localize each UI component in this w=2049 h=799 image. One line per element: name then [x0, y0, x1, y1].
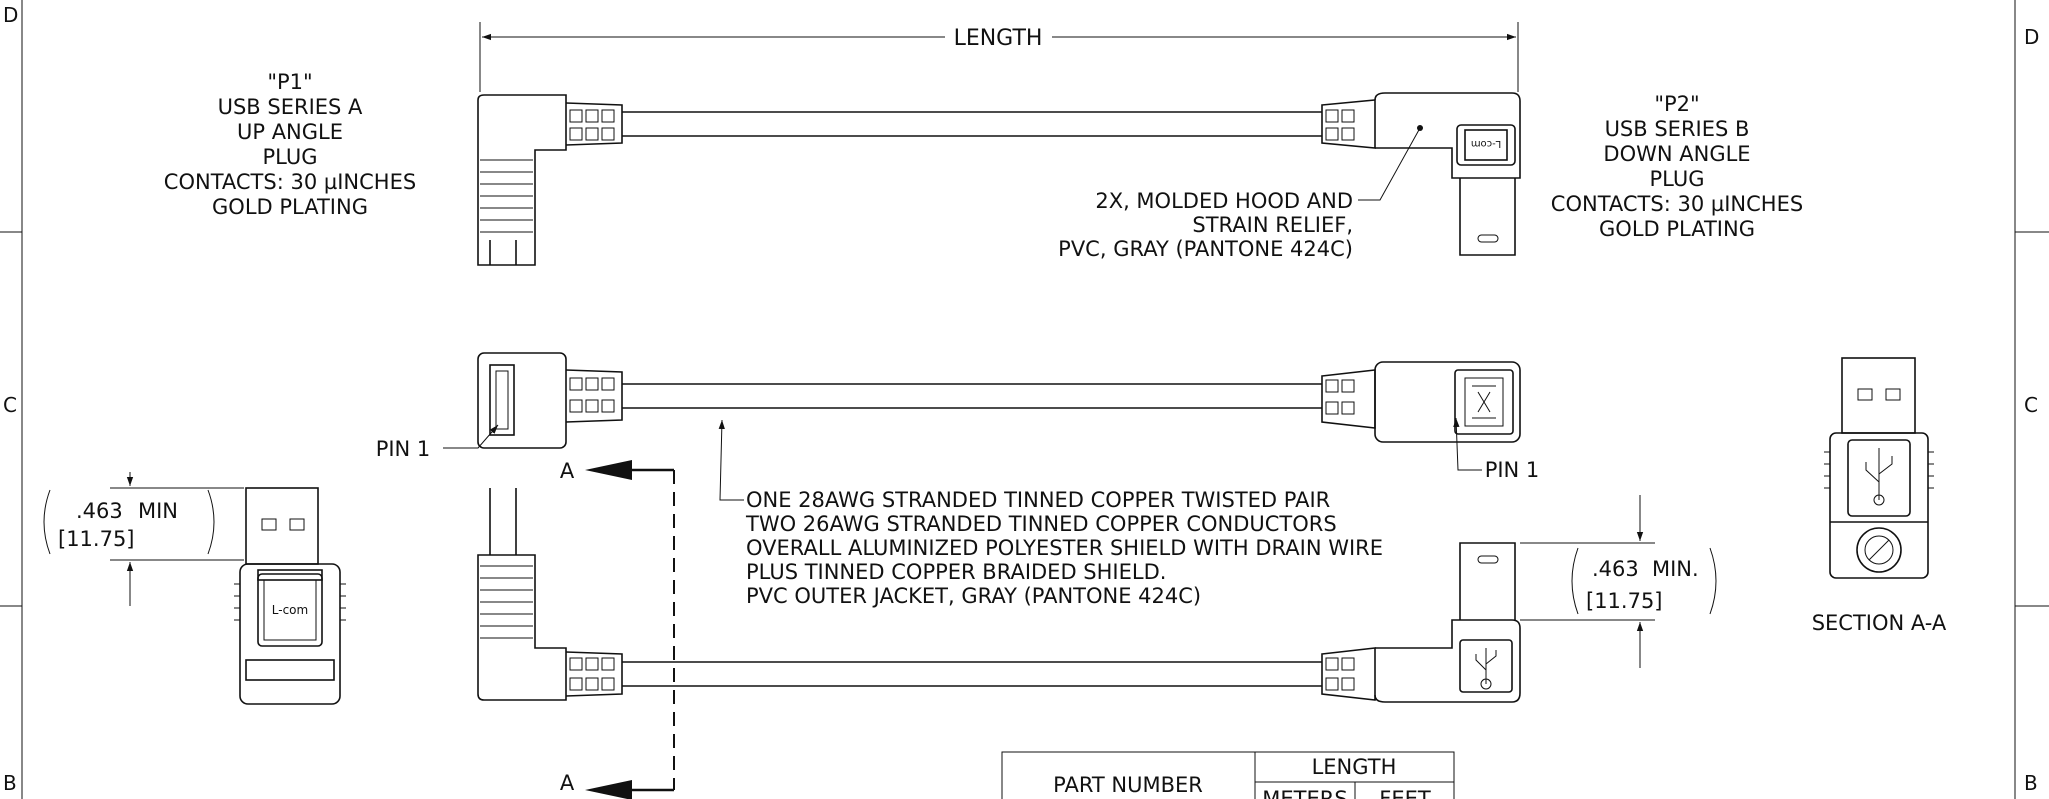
table-feet-header: FEET [1379, 787, 1431, 799]
left-end-view [234, 487, 346, 705]
left-dim-qual: MIN [138, 499, 178, 523]
p1-line-6: GOLD PLATING [212, 195, 368, 219]
left-dim-mm: [11.75] [58, 527, 135, 551]
section-marker-bottom: A [560, 771, 575, 795]
zone-letter-mid-left: C [3, 393, 17, 417]
p2-line-3: DOWN ANGLE [1603, 142, 1750, 166]
p2-logo: L-com [1471, 138, 1501, 149]
p2-label: "P2" USB SERIES B DOWN ANGLE PLUG CONTAC… [1551, 92, 1803, 241]
zone-letter-bot-left: B [3, 771, 17, 795]
p2-line-4: PLUG [1650, 167, 1705, 191]
p1-line-3: UP ANGLE [237, 120, 343, 144]
section-a-a-label: SECTION A-A [1812, 611, 1947, 635]
left-dim-inch: .463 [76, 499, 123, 523]
zone-letter-top-right: D [2024, 25, 2039, 49]
cable-note-line-5: PVC OUTER JACKET, GRAY (PANTONE 424C) [746, 584, 1201, 608]
p2-line-6: GOLD PLATING [1599, 217, 1755, 241]
right-dim-qual: MIN. [1652, 557, 1699, 581]
cable-note-line-2: TWO 26AWG STRANDED TINNED COPPER CONDUCT… [745, 512, 1337, 536]
pin1-right-label: PIN 1 [1485, 458, 1540, 482]
left-dimension [43, 472, 244, 606]
p2-line-5: CONTACTS: 30 µINCHES [1551, 192, 1803, 216]
p2-line-2: USB SERIES B [1605, 117, 1750, 141]
pin1-left-leader [443, 424, 499, 449]
p1-label: "P1" USB SERIES A UP ANGLE PLUG CONTACTS… [164, 70, 416, 219]
p1-line-1: "P1" [267, 70, 312, 94]
hood-note-line-1: 2X, MOLDED HOOD AND [1095, 189, 1353, 213]
middle-view-assembly [477, 352, 1521, 449]
pin1-left-label: PIN 1 [376, 437, 431, 461]
length-table [1001, 751, 1455, 799]
hood-note-line-3: PVC, GRAY (PANTONE 424C) [1058, 237, 1353, 261]
cable-note-line-4: PLUS TINNED COPPER BRAIDED SHIELD. [746, 560, 1166, 584]
table-part-number-header: PART NUMBER [1053, 773, 1203, 797]
table-meters-header: METERS [1262, 787, 1347, 799]
section-cut-line [585, 460, 675, 799]
left-logo: L-com [272, 603, 308, 617]
cable-note: ONE 28AWG STRANDED TINNED COPPER TWISTED… [745, 488, 1383, 608]
length-label: LENGTH [954, 26, 1043, 51]
right-dim-inch: .463 [1592, 557, 1639, 581]
zone-letter-top-left: D [3, 3, 18, 27]
cable-note-line-3: OVERALL ALUMINIZED POLYESTER SHIELD WITH… [746, 536, 1383, 560]
right-dimension [1520, 495, 1717, 668]
section-a-a-view [1824, 357, 1934, 579]
top-view-assembly: L-com [477, 92, 1521, 266]
hood-note-line-2: STRAIN RELIEF, [1192, 213, 1353, 237]
right-dim-mm: [11.75] [1586, 589, 1663, 613]
zone-letter-bot-right: B [2024, 771, 2038, 795]
pin1-right-leader [1453, 417, 1482, 471]
cable-note-line-1: ONE 28AWG STRANDED TINNED COPPER TWISTED… [746, 488, 1330, 512]
length-dimension [479, 22, 1519, 92]
hood-note: 2X, MOLDED HOOD AND STRAIN RELIEF, PVC, … [1058, 127, 1421, 261]
zone-letter-mid-right: C [2024, 393, 2038, 417]
p2-line-1: "P2" [1654, 92, 1699, 116]
p1-line-2: USB SERIES A [218, 95, 363, 119]
cable-note-leader [718, 419, 744, 501]
table-length-header: LENGTH [1312, 755, 1397, 779]
section-marker-top: A [560, 459, 575, 483]
bottom-view-assembly [477, 488, 1521, 703]
p1-line-4: PLUG [263, 145, 318, 169]
p1-line-5: CONTACTS: 30 µINCHES [164, 170, 416, 194]
